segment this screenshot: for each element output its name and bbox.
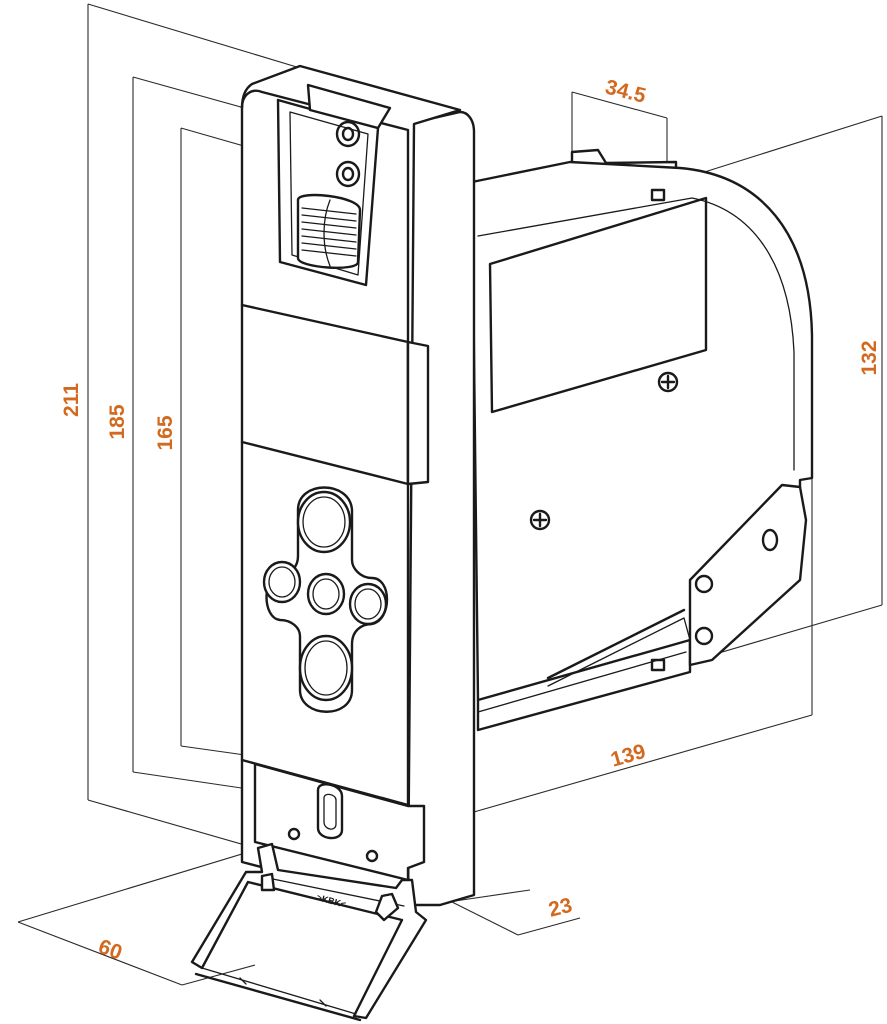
dimension-height-mid: 185 (106, 404, 129, 439)
dimension-width: 60 (95, 935, 125, 965)
screw-icon (657, 371, 679, 393)
dimension-height-inner: 165 (154, 415, 177, 450)
control-pad (262, 486, 389, 713)
screw-icon (529, 509, 551, 531)
dimension-depth-top: 34.5 (603, 76, 649, 108)
dimension-height-total: 211 (60, 383, 83, 417)
dimension-housing-height: 132 (858, 340, 881, 375)
dimension-lines (17, 3, 883, 986)
dimension-length: 139 (608, 740, 648, 772)
housing-body (470, 148, 814, 732)
roller-drum (296, 193, 362, 269)
faceplate (240, 64, 476, 907)
dimension-faceplate-depth: 23 (546, 894, 574, 922)
